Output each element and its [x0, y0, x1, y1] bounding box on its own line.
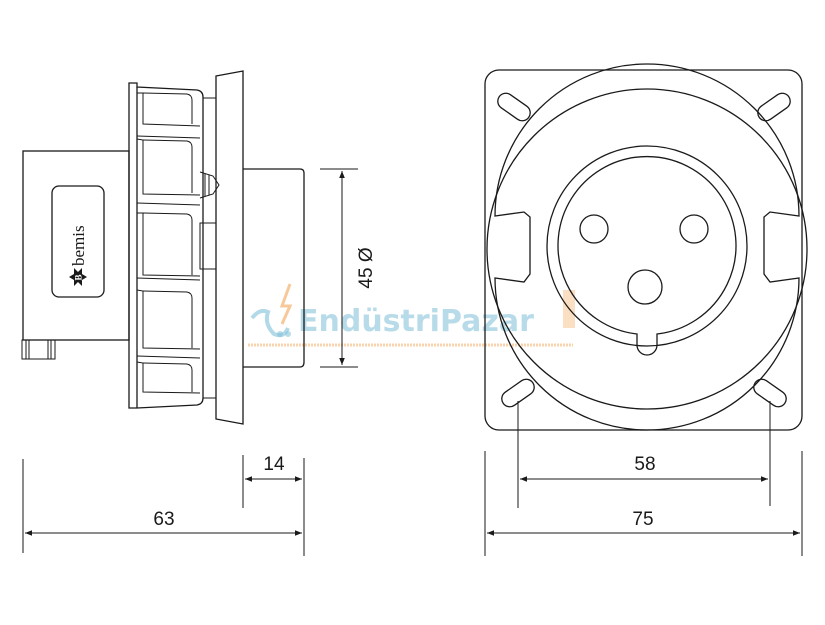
earth-pin-hole — [627, 269, 663, 305]
depth-front-label: 14 — [263, 454, 285, 475]
hole-spacing-label: 58 — [634, 454, 655, 475]
housing-ribs — [136, 92, 201, 394]
flange-plate — [215, 70, 244, 425]
cable-clip — [21, 339, 56, 360]
total-depth-dimension: 63 — [22, 459, 302, 553]
total-depth-label: 63 — [153, 509, 174, 530]
mounting-slot-bottom-left — [501, 378, 535, 408]
socket-face-inner — [557, 155, 737, 356]
mounting-slot-top-left — [497, 92, 531, 122]
mounting-plate — [484, 69, 803, 431]
side-view: B bemis — [21, 70, 305, 425]
depth-front-dimension: 14 — [242, 454, 305, 556]
pin-hole-left — [579, 214, 609, 244]
watermark-text: EndüstriPazar — [298, 304, 534, 339]
mounting-slot-bottom-right — [753, 378, 787, 408]
watermark: EndüstriPazar — [248, 283, 575, 347]
front-socket — [243, 168, 305, 368]
mounting-slot-top-right — [757, 92, 791, 122]
flange-width-label: 75 — [632, 509, 653, 530]
brand-text: bemis — [69, 225, 88, 266]
inner-ring-notched — [494, 63, 800, 431]
diameter-label: 45 Ø — [356, 247, 377, 288]
hole-spacing-dimension: 58 — [517, 401, 771, 508]
socket-face-outer — [546, 145, 748, 347]
diameter-dimension: 45 Ø — [320, 168, 377, 368]
brand-label-plate — [51, 185, 105, 298]
flange-width-dimension: 75 — [484, 451, 803, 556]
pin-hole-right — [679, 214, 709, 244]
brand-label: B bemis — [69, 225, 88, 286]
front-view — [484, 63, 808, 431]
mounting-slots — [497, 92, 791, 408]
latch-tooth — [199, 171, 220, 199]
bemis-logo-icon: B — [69, 268, 87, 286]
watermark-logo-icon — [250, 283, 293, 338]
outer-ring — [486, 88, 808, 410]
svg-text:B: B — [74, 274, 84, 280]
housing-spacer — [202, 97, 217, 399]
